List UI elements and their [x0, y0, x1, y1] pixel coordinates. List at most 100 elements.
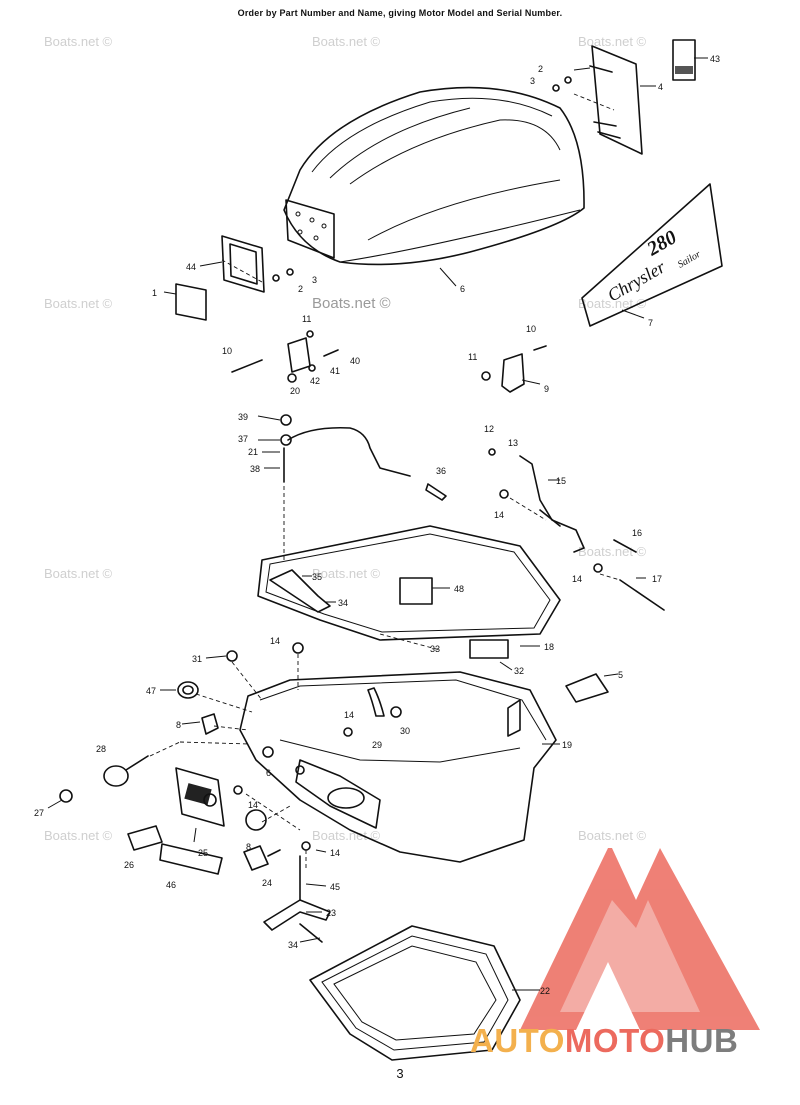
callout-28: 28	[96, 744, 106, 754]
callout-14: 14	[344, 710, 354, 720]
engine-cover	[283, 86, 585, 266]
watermark-text: Boats.net ©	[578, 828, 647, 843]
callout-30: 30	[400, 726, 410, 736]
callout-31: 31	[192, 654, 202, 664]
callout-41: 41	[330, 366, 340, 376]
callout-37: 37	[238, 434, 248, 444]
leader-lines	[47, 57, 708, 991]
latch-lever	[263, 899, 331, 931]
watermark-text: Boats.net ©	[44, 828, 113, 843]
nut	[481, 371, 491, 381]
screw	[533, 345, 547, 351]
callout-6: 6	[460, 284, 465, 294]
fitting	[243, 845, 269, 871]
nut	[343, 727, 353, 737]
side-label	[175, 767, 225, 827]
plug	[201, 713, 219, 735]
callout-21: 21	[248, 447, 258, 457]
bezel	[59, 789, 73, 803]
watermark-text: Boats.net ©	[312, 566, 381, 581]
callout-10: 10	[222, 346, 232, 356]
nut	[286, 268, 294, 276]
linkage-rod	[280, 414, 447, 501]
callout-42: 42	[310, 376, 320, 386]
callout-9: 9	[544, 384, 549, 394]
callout-35: 35	[312, 572, 322, 582]
callout-6: 6	[266, 768, 271, 778]
callout-17: 17	[652, 574, 662, 584]
choke-knob	[103, 765, 129, 787]
callout-24: 24	[262, 878, 272, 888]
logo-part-hub: HUB	[665, 1022, 739, 1059]
washer	[564, 76, 572, 84]
callout-16: 16	[632, 528, 642, 538]
logo-mark	[520, 848, 760, 1030]
washer	[272, 274, 280, 282]
callout-32: 32	[514, 666, 524, 676]
watermark-text: Boats.net ©	[578, 34, 647, 49]
callout-15: 15	[556, 476, 566, 486]
bottom-gasket	[309, 925, 521, 1061]
callout-14: 14	[494, 510, 504, 520]
callout-25: 25	[198, 848, 208, 858]
callout-27: 27	[34, 808, 44, 818]
gasket-frame	[257, 525, 561, 659]
nut	[552, 84, 560, 92]
callout-22: 22	[540, 986, 550, 996]
callout-44: 44	[186, 262, 196, 272]
callout-19: 19	[562, 740, 572, 750]
callout-18: 18	[544, 642, 554, 652]
order-instruction: Order by Part Number and Name, giving Mo…	[237, 8, 563, 18]
callout-33: 33	[430, 644, 440, 654]
bottom-cowl	[239, 671, 557, 863]
callout-45: 45	[330, 882, 340, 892]
callout-23: 23	[326, 908, 336, 918]
watermark-text: Boats.net ©	[312, 34, 381, 49]
callout-8: 8	[176, 720, 181, 730]
label-plate	[399, 577, 433, 605]
callout-14: 14	[248, 800, 258, 810]
watermarks: Boats.net © Boats.net © Boats.net © Boat…	[44, 34, 647, 843]
decal-model: 280	[643, 226, 681, 261]
front-label	[175, 283, 207, 321]
callout-38: 38	[250, 464, 260, 474]
callout-14: 14	[270, 636, 280, 646]
callout-29: 29	[372, 740, 382, 750]
page-number: 3	[396, 1066, 404, 1081]
watermark-text: Boats.net ©	[312, 295, 391, 312]
callout-46: 46	[166, 880, 176, 890]
throttle-linkage	[488, 448, 665, 611]
callout-34: 34	[288, 940, 298, 950]
callout-40: 40	[350, 356, 360, 366]
callout-12: 12	[484, 424, 494, 434]
callout-3: 3	[530, 76, 535, 86]
primer-bulb	[127, 825, 163, 851]
callout-11: 11	[302, 314, 311, 324]
callout-47: 47	[146, 686, 156, 696]
watermark-text: Boats.net ©	[44, 566, 113, 581]
watermark-text: Boats.net ©	[44, 296, 113, 311]
logo-part-moto: MOTO	[564, 1022, 666, 1059]
callout-3: 3	[312, 275, 317, 285]
watermark-text: Boats.net ©	[312, 828, 381, 843]
callout-8: 8	[246, 842, 251, 852]
callout-36: 36	[436, 466, 446, 476]
warning-label	[565, 673, 609, 703]
watermark-text: Boats.net ©	[44, 34, 113, 49]
screw-head	[226, 650, 238, 662]
latch-bracket	[501, 353, 525, 393]
rear-plate	[589, 45, 643, 155]
callout-10: 10	[526, 324, 536, 334]
callout-13: 13	[508, 438, 518, 448]
decal-name: Sailor	[676, 249, 703, 271]
callout-2: 2	[538, 64, 543, 74]
grommet	[245, 809, 267, 831]
automotohub-logo: AUTOMOTOHUB	[470, 1022, 738, 1060]
callout-39: 39	[238, 412, 248, 422]
callout-14: 14	[330, 848, 340, 858]
callout-34: 34	[338, 598, 348, 608]
callout-48: 48	[454, 584, 464, 594]
callout-43: 43	[710, 54, 720, 64]
